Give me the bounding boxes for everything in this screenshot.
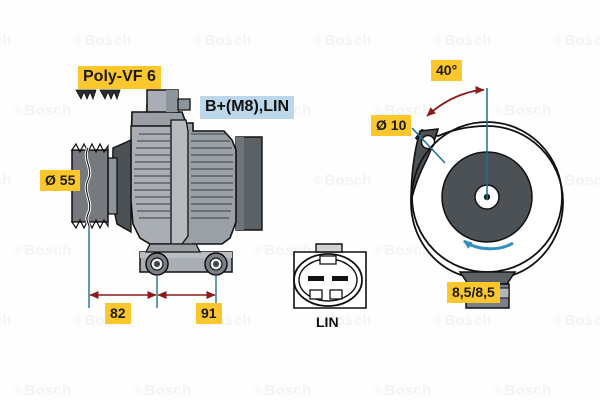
cooling-fins-front	[134, 133, 170, 219]
label-pulley-type: Poly-VF 6	[78, 66, 161, 89]
pulley-groove-bottom	[70, 218, 109, 230]
connector-key-tab	[315, 243, 343, 253]
foot-gusset	[144, 243, 202, 253]
connector-guide-slot-1	[309, 289, 323, 300]
connector-latch-slot	[319, 255, 337, 265]
label-lin-connector: LIN	[316, 314, 339, 330]
side-elevation-view	[70, 89, 263, 308]
connector-pin-2	[332, 276, 348, 281]
angle-reference-line	[411, 127, 446, 164]
label-mount-angle: 40°	[431, 60, 463, 81]
angle-arc-40	[426, 86, 485, 117]
drive-end-housing	[130, 125, 177, 245]
poly-v-belt-profile-icon	[75, 89, 121, 101]
b-plus-stud	[177, 98, 191, 111]
label-pulley-diameter: Ø 55	[40, 170, 81, 191]
connector-oval-inner	[298, 258, 358, 302]
connector-pin-1	[308, 276, 324, 281]
mounting-ear-hole	[420, 134, 436, 150]
label-terminal: B+(M8),LIN	[200, 96, 294, 119]
label-dimension-91: 91	[196, 303, 222, 324]
label-dimension-82: 82	[105, 303, 131, 324]
drive-end-view	[410, 86, 564, 309]
lin-connector-view	[293, 243, 367, 309]
pulley-hub	[107, 157, 118, 215]
label-foot-dimension: 8,5/8,5	[447, 282, 500, 303]
rotation-direction-arrow	[463, 239, 514, 251]
cooling-fins-rear	[191, 133, 233, 219]
mounting-boss-left	[145, 252, 169, 276]
extension-lines	[88, 226, 217, 308]
connector-guide-slot-2	[329, 289, 343, 300]
center-rib	[170, 119, 189, 245]
label-mount-hole-diameter: Ø 10	[371, 115, 412, 136]
mounting-boss-right	[204, 252, 228, 276]
pulley-groove-top	[70, 142, 109, 154]
